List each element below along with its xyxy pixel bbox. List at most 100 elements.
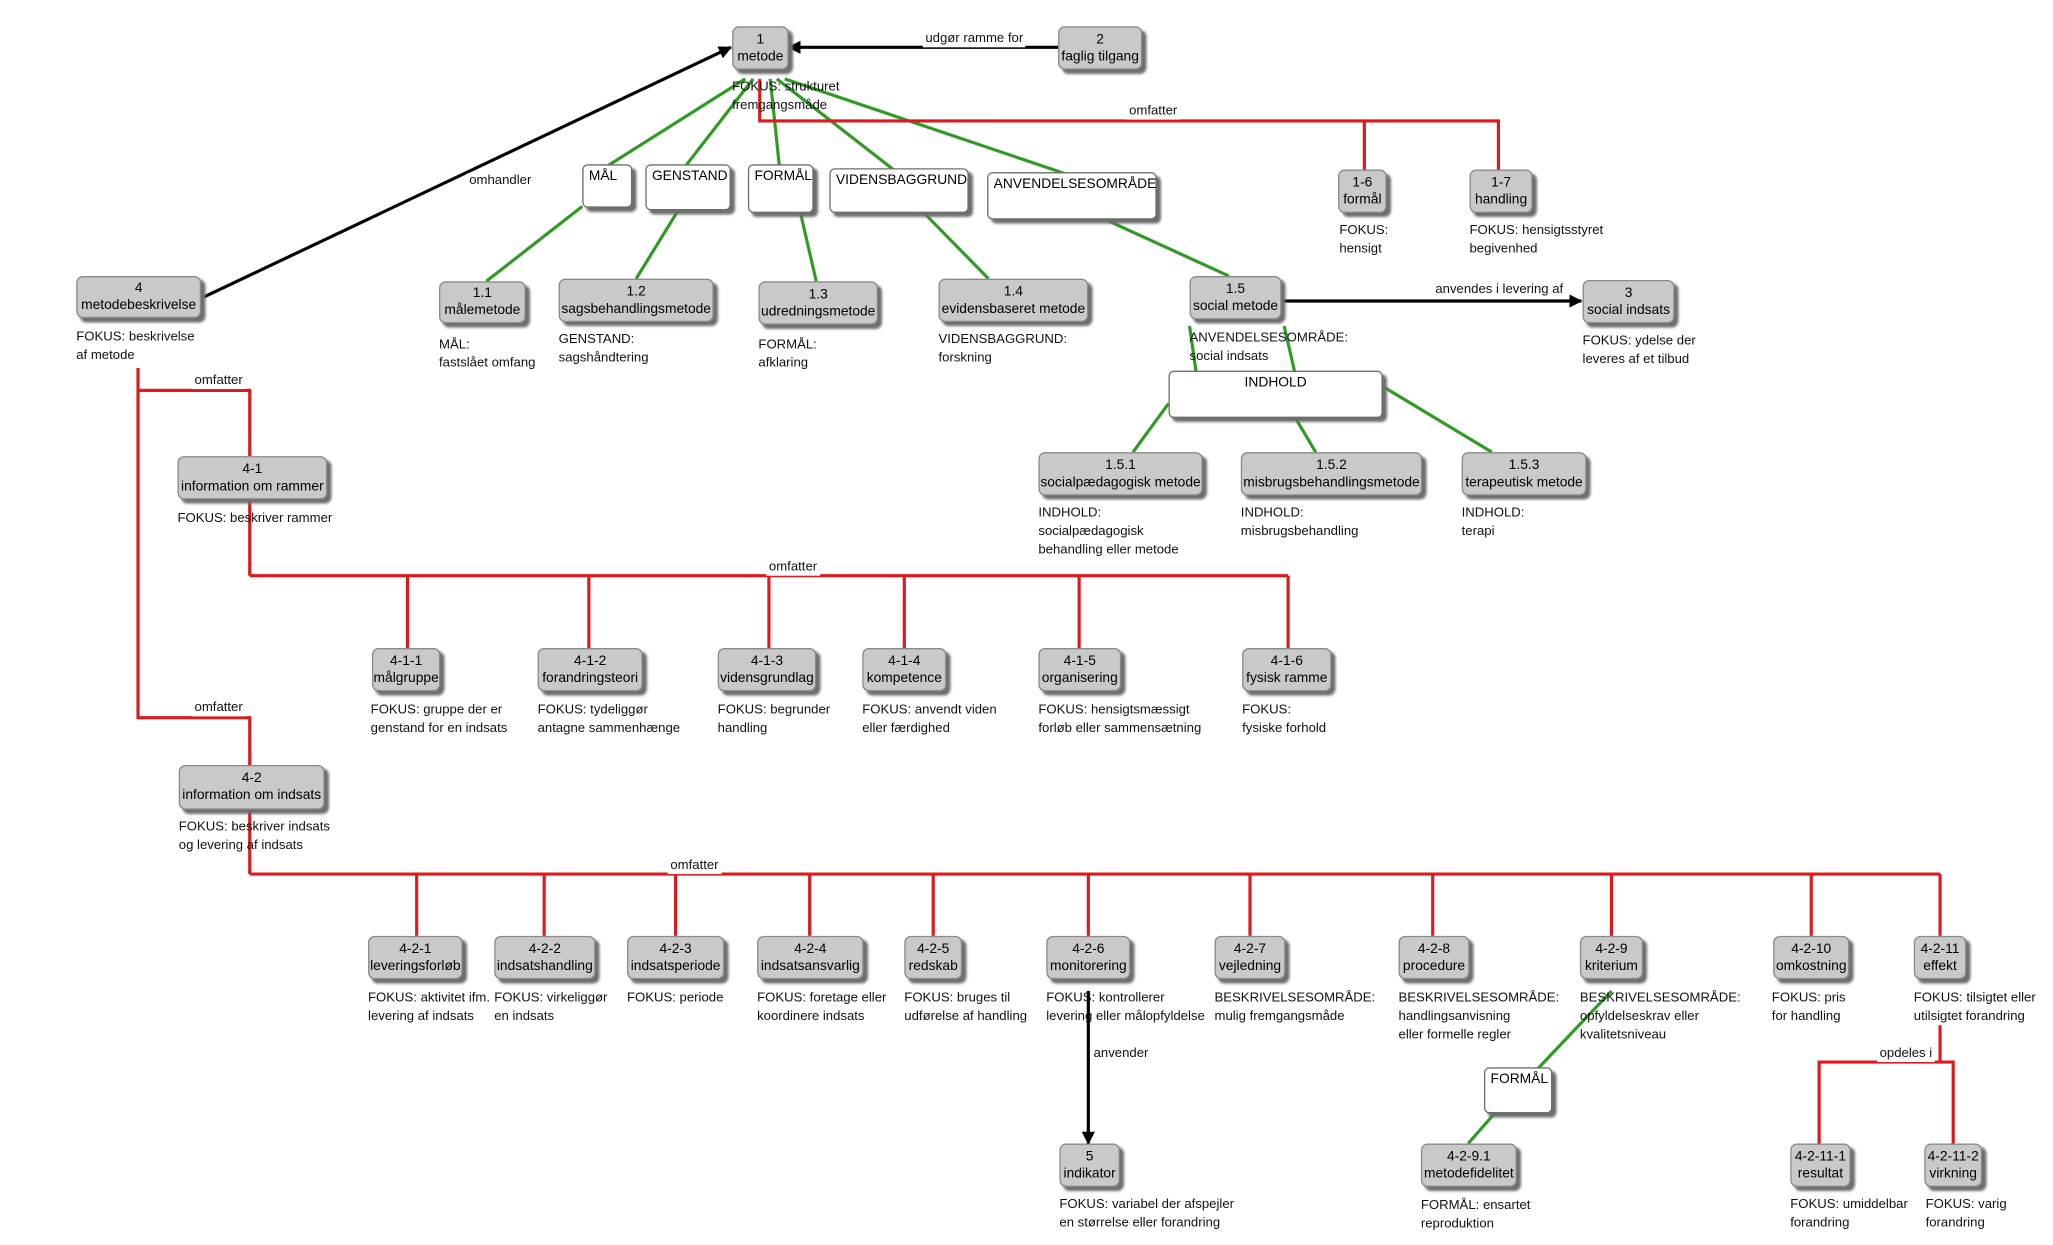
node-note: INDHOLD:terapi bbox=[1461, 506, 1525, 539]
concept-node-vejledning[interactable]: 4-2-7 vejledning bbox=[1214, 935, 1286, 980]
concept-node-udredningsmetode[interactable]: 1.3 udredningsmetode bbox=[758, 281, 879, 325]
concept-node-metodefidelitet[interactable]: 4-2-9.1 metodefidelitet bbox=[1420, 1143, 1517, 1187]
category-box-vidensbaggrund[interactable]: VIDENSBAGGRUND bbox=[829, 168, 969, 213]
concept-node-information-om-rammer[interactable]: 4-1 information om rammer bbox=[177, 456, 328, 500]
node-note: ANVENDELSESOMRÅDE:social indsats bbox=[1189, 331, 1349, 365]
node-name: information om rammer bbox=[181, 477, 324, 494]
node-note: GENSTAND:sagshåndtering bbox=[558, 332, 649, 366]
concept-node-indsatsansvarlig[interactable]: 4-2-4 indsatsansvarlig bbox=[757, 935, 864, 980]
node-id: 4-2-1 bbox=[399, 940, 432, 957]
relation-connectors bbox=[136, 78, 1955, 1144]
concept-node-forandringsteori[interactable]: 4-1-2 forandringsteori bbox=[537, 647, 643, 692]
node-name: effekt bbox=[1923, 957, 1957, 974]
edge-metodebeskrivelse-to-metode bbox=[203, 45, 732, 299]
edge-label-omfatter: omfatter bbox=[191, 373, 246, 390]
concept-node-malemetode[interactable]: 1.1 målemetode bbox=[439, 281, 526, 324]
concept-node-indsatsperiode[interactable]: 4-2-3 indsatsperiode bbox=[626, 935, 725, 980]
node-id: 1.5.1 bbox=[1105, 456, 1136, 473]
concept-node-formal[interactable]: 1-6 formål bbox=[1338, 169, 1387, 213]
node-id: 1-6 bbox=[1352, 174, 1373, 190]
node-id: 4-1-4 bbox=[888, 652, 921, 669]
edge-label-opdeles-i: opdeles i bbox=[1876, 1046, 1935, 1063]
node-name: handling bbox=[1474, 191, 1528, 208]
concept-node-redskab[interactable]: 4-2-5 redskab bbox=[904, 935, 963, 980]
node-id: 4-2 bbox=[241, 770, 262, 787]
node-id: 4-2-8 bbox=[1417, 940, 1451, 957]
concept-node-effekt[interactable]: 4-2-11 effekt bbox=[1913, 935, 1967, 980]
node-id: 5 bbox=[1085, 1148, 1094, 1164]
concept-node-evidensbaseret-metode[interactable]: 1.4 evidensbaseret metode bbox=[938, 278, 1089, 323]
concept-node-procedure[interactable]: 4-2-8 procedure bbox=[1398, 935, 1470, 980]
node-name: resultat bbox=[1797, 1165, 1844, 1181]
concept-node-monitorering[interactable]: 4-2-6 monitorering bbox=[1046, 935, 1131, 980]
concept-node-information-om-indsats[interactable]: 4-2 information om indsats bbox=[178, 764, 325, 810]
node-id: 4 bbox=[134, 279, 143, 296]
concept-node-indsatshandling[interactable]: 4-2-2 indsatshandling bbox=[494, 935, 596, 980]
concept-node-misbrugsbehandlingsmetode[interactable]: 1.5.2 misbrugsbehandlingsmetode bbox=[1240, 452, 1423, 496]
edge-label-anvender: anvender bbox=[1090, 1046, 1152, 1063]
category-box-indhold[interactable]: INDHOLD bbox=[1168, 370, 1383, 418]
concept-node-faglig-tilgang[interactable]: 2 faglig tilgang bbox=[1058, 26, 1143, 70]
category-label: INDHOLD bbox=[1244, 374, 1307, 391]
concept-node-omkostning[interactable]: 4-2-10 omkostning bbox=[1773, 935, 1850, 980]
concept-node-socialpaedagogisk-metode[interactable]: 1.5.1 socialpædagogisk metode bbox=[1038, 452, 1203, 496]
node-name: virkning bbox=[1929, 1165, 1977, 1181]
category-box-genstand[interactable]: GENSTAND bbox=[645, 164, 731, 211]
category-box-anvendelsesomrade[interactable]: ANVENDELSESOMRÅDE bbox=[987, 172, 1157, 220]
node-id: 1.3 bbox=[808, 285, 828, 302]
category-label: ANVENDELSESOMRÅDE bbox=[993, 176, 1157, 192]
node-note: BESKRIVELSESOMRÅDE:opfyldelseskrav eller… bbox=[1579, 991, 1741, 1043]
node-name: monitorering bbox=[1049, 957, 1127, 974]
concept-node-kriterium[interactable]: 4-2-9 kriterium bbox=[1579, 935, 1643, 980]
node-name: vejledning bbox=[1218, 957, 1282, 974]
edge-label-omfatter: omfatter bbox=[1126, 103, 1180, 120]
node-note: VIDENSBAGGRUND:forskning bbox=[938, 332, 1068, 366]
node-id: 1-7 bbox=[1491, 174, 1512, 190]
node-name: udredningsmetode bbox=[761, 302, 876, 319]
concept-node-indikator[interactable]: 5 indikator bbox=[1059, 1143, 1120, 1187]
concept-node-fysisk-ramme[interactable]: 4-1-6 fysisk ramme bbox=[1242, 647, 1332, 692]
node-id: 2 bbox=[1096, 30, 1104, 47]
concept-node-organisering[interactable]: 4-1-5 organisering bbox=[1038, 647, 1122, 692]
node-name: social metode bbox=[1192, 297, 1279, 314]
node-id: 4-2-10 bbox=[1791, 940, 1832, 957]
category-box-formal[interactable]: FORMÅL bbox=[747, 164, 814, 213]
category-label: VIDENSBAGGRUND bbox=[835, 172, 968, 188]
concept-node-social-indsats[interactable]: 3 social indsats bbox=[1582, 279, 1675, 324]
concept-node-metode[interactable]: 1 metode bbox=[732, 26, 789, 70]
edge-label-omfatter: omfatter bbox=[667, 858, 722, 875]
concept-node-leveringsforlob[interactable]: 4-2-1 leveringsforløb bbox=[368, 935, 463, 980]
node-name: indikator bbox=[1063, 1165, 1116, 1181]
concept-node-handling[interactable]: 1-7 handling bbox=[1469, 169, 1533, 213]
category-box-formal[interactable]: FORMÅL bbox=[1483, 1067, 1553, 1114]
category-box-mal[interactable]: MÅL bbox=[582, 164, 633, 208]
concept-node-virkning[interactable]: 4-2-11-2 virkning bbox=[1924, 1143, 1983, 1187]
node-id: 4-2-4 bbox=[794, 940, 827, 957]
concept-node-metodebeskrivelse[interactable]: 4 metodebeskrivelse bbox=[76, 276, 202, 319]
node-note: FOKUS:hensigt bbox=[1339, 223, 1389, 257]
node-note: FOKUS: aktivitet ifm.levering af indsats bbox=[368, 991, 491, 1024]
node-id: 4-2-11 bbox=[1920, 940, 1960, 957]
concept-node-terapeutisk-metode[interactable]: 1.5.3 terapeutisk metode bbox=[1461, 452, 1587, 496]
concept-node-kompetence[interactable]: 4-1-4 kompetence bbox=[862, 647, 947, 692]
concept-node-sagsbehandlingsmetode[interactable]: 1.2 sagsbehandlingsmetode bbox=[558, 278, 714, 323]
concept-node-malgruppe[interactable]: 4-1-1 målgruppe bbox=[371, 647, 441, 692]
concept-node-vidensgrundlag[interactable]: 4-1-3 vidensgrundlag bbox=[717, 647, 817, 692]
concept-node-resultat[interactable]: 4-2-11-1 resultat bbox=[1790, 1143, 1851, 1187]
concept-node-social-metode[interactable]: 1.5 social metode bbox=[1189, 276, 1282, 320]
category-label: GENSTAND bbox=[651, 168, 728, 185]
